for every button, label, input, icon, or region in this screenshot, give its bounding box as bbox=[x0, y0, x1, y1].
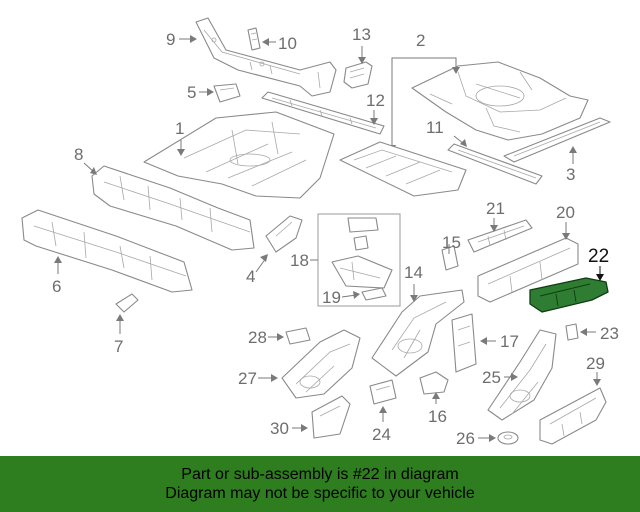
part-3-sill bbox=[503, 117, 611, 163]
part-17-panel bbox=[451, 313, 477, 373]
part-1-floor-panel bbox=[143, 111, 335, 199]
callout-5: 5 bbox=[187, 83, 196, 102]
part-4-bracket bbox=[265, 215, 303, 253]
part-16-bracket bbox=[419, 371, 449, 395]
part-14-wheelhouse bbox=[371, 289, 465, 377]
banner-line-1: Part or sub-assembly is #22 in diagram bbox=[181, 466, 459, 483]
part-6-rear-panel bbox=[21, 209, 193, 293]
part-26-grommet bbox=[497, 431, 519, 445]
callout-7: 7 bbox=[114, 337, 123, 356]
callout-11: 11 bbox=[426, 118, 444, 137]
callout-14: 14 bbox=[404, 263, 423, 282]
part-2-center-panel bbox=[339, 141, 467, 197]
part-18-assembly bbox=[331, 217, 393, 289]
callout-18: 18 bbox=[290, 251, 309, 270]
part-21-rail bbox=[467, 219, 533, 253]
callout-17: 17 bbox=[500, 332, 519, 351]
callout-12: 12 bbox=[366, 91, 385, 110]
callout-8: 8 bbox=[74, 145, 83, 164]
part-10-clip bbox=[247, 27, 261, 51]
part-30-bracket bbox=[311, 395, 351, 439]
callout-3: 3 bbox=[566, 165, 575, 184]
banner-line-2: Diagram may not be specific to your vehi… bbox=[165, 485, 475, 502]
part-12-strip bbox=[261, 91, 385, 135]
part-2-rear-floor bbox=[411, 61, 589, 141]
callout-10: 10 bbox=[278, 34, 297, 53]
part-24-bracket bbox=[369, 379, 397, 405]
part-22-highlighted[interactable] bbox=[529, 277, 609, 313]
callout-2: 2 bbox=[416, 31, 425, 50]
callout-23: 23 bbox=[600, 324, 619, 343]
part-19-clip bbox=[361, 287, 387, 301]
part-28-plate bbox=[285, 327, 311, 345]
callout-20: 20 bbox=[556, 203, 575, 222]
callout-1: 1 bbox=[175, 119, 184, 138]
part-11-rail bbox=[447, 143, 543, 185]
part-25-outer-panel bbox=[487, 329, 557, 421]
part-13-bracket bbox=[343, 61, 373, 89]
callout-19: 19 bbox=[322, 288, 341, 307]
callout-13: 13 bbox=[352, 25, 371, 44]
part-15-bracket bbox=[441, 245, 459, 271]
callout-16: 16 bbox=[428, 407, 447, 426]
part-9-rail bbox=[195, 17, 337, 97]
callout-22: 22 bbox=[588, 246, 609, 267]
parts-diagram: 9 10 13 5 12 2 11 bbox=[21, 17, 619, 448]
callout-4: 4 bbox=[246, 267, 255, 286]
callout-24: 24 bbox=[372, 425, 391, 444]
part-8-crossmember bbox=[91, 165, 255, 251]
callout-30: 30 bbox=[270, 419, 289, 438]
callout-26: 26 bbox=[456, 429, 475, 448]
info-banner: Part or sub-assembly is #22 in diagram D… bbox=[0, 456, 640, 512]
callout-15: 15 bbox=[442, 233, 461, 252]
callout-25: 25 bbox=[482, 368, 501, 387]
part-23-plug bbox=[565, 323, 579, 341]
part-29-extension bbox=[539, 387, 607, 445]
part-27-inner-panel bbox=[281, 329, 361, 399]
callout-6: 6 bbox=[52, 277, 61, 296]
callout-29: 29 bbox=[586, 354, 605, 373]
callout-28: 28 bbox=[248, 328, 267, 347]
part-7-brace bbox=[115, 293, 139, 313]
part-5-plate bbox=[213, 83, 241, 103]
callout-21: 21 bbox=[486, 199, 505, 218]
callout-27: 27 bbox=[238, 369, 257, 388]
callout-9: 9 bbox=[166, 30, 175, 49]
